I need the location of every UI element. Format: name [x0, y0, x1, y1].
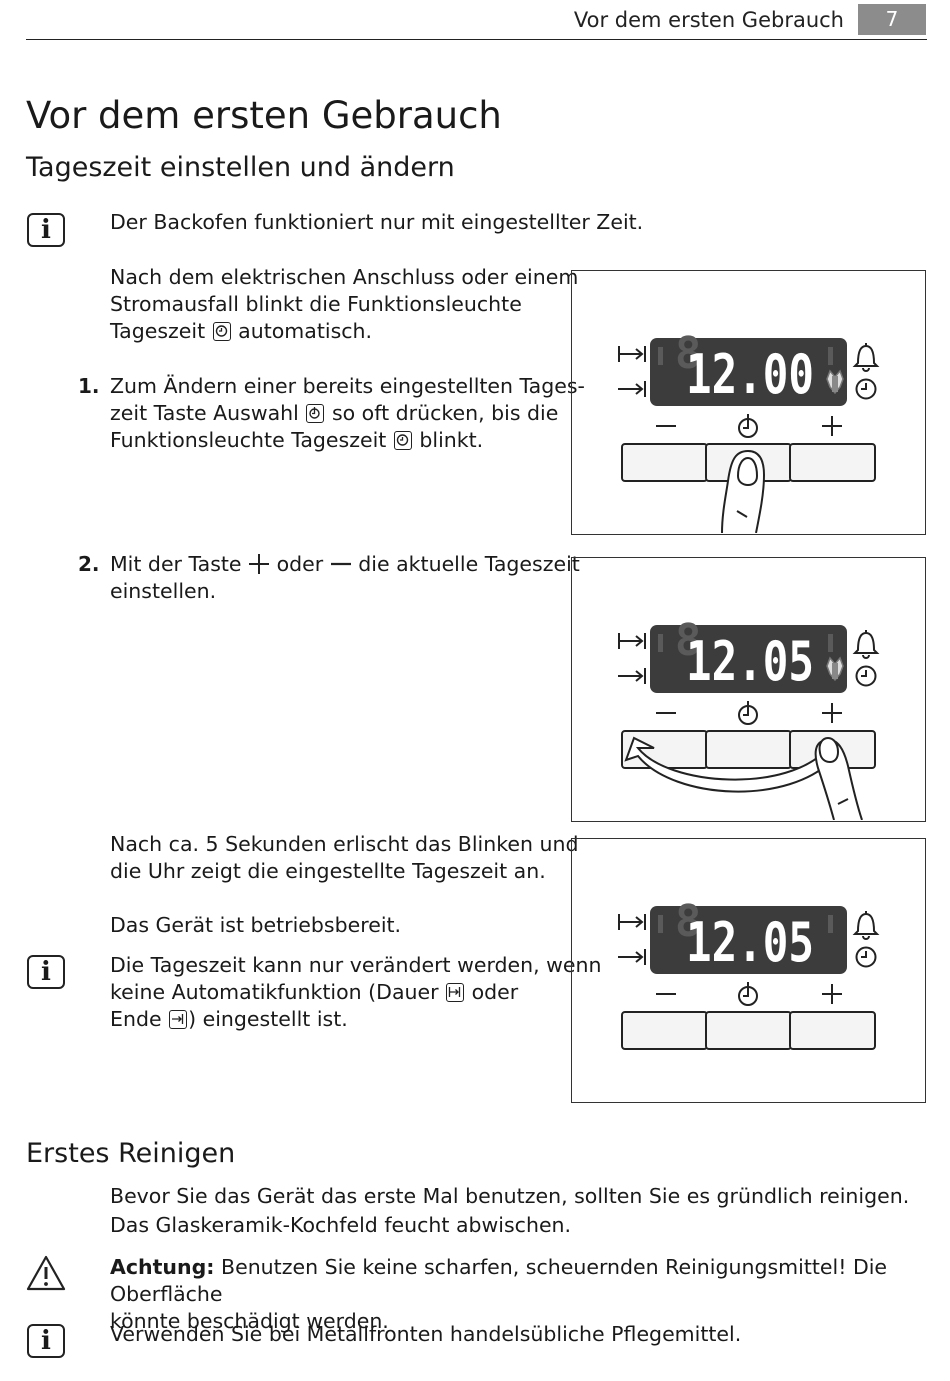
select-clock-icon [306, 404, 325, 423]
display-screen [650, 625, 847, 693]
plus-icon [249, 554, 270, 574]
section-subtitle: Tageszeit einstellen und ändern [26, 152, 455, 183]
select-clock-label-icon [738, 701, 758, 725]
select-button [705, 1011, 792, 1050]
select-button [705, 730, 792, 769]
end-time-icon [169, 1010, 188, 1029]
duration-icon [446, 983, 465, 1002]
clock-icon [855, 665, 877, 687]
svg-text:8: 8 [675, 328, 702, 379]
duration-indicator-icon [618, 346, 646, 362]
blinking-indicator-icon [826, 656, 844, 682]
svg-text:8: 8 [675, 615, 702, 666]
display-screen [650, 338, 847, 406]
paragraph-ready: Das Gerät ist betriebsbereit. [110, 913, 402, 937]
finger-pressing-icon [721, 449, 766, 534]
display-time: 12.00 [686, 343, 814, 406]
warning-text: Achtung: Benutzen Sie keine scharfen, sc… [110, 1255, 888, 1333]
info-icon: i [27, 955, 65, 989]
info-text-time-required: Der Backofen funktioniert nur mit einges… [110, 210, 644, 234]
clock-icon [855, 946, 877, 968]
select-clock-label-icon [738, 414, 758, 438]
finger-pressing-icon [814, 736, 863, 821]
duration-indicator-icon [618, 633, 646, 649]
display-time: 12.05 [686, 911, 814, 974]
plus-label-icon [822, 984, 842, 1004]
svg-text:8: 8 [675, 896, 702, 947]
section-title-cleaning: Erstes Reinigen [26, 1138, 236, 1169]
minus-button [621, 443, 708, 482]
warning-label: Achtung: [110, 1255, 215, 1279]
display-screen [650, 906, 847, 974]
paragraph-power-failure: Nach dem elektrischen Anschluss oder ein… [110, 265, 579, 343]
minus-button [621, 1011, 708, 1050]
clock-icon [855, 378, 877, 400]
step-number: 1. [78, 374, 100, 398]
running-header-title: Vor dem ersten Gebrauch [573, 8, 844, 32]
step-number: 2. [78, 552, 100, 576]
step-1-text: Zum Ändern einer bereits eingestellten T… [110, 374, 585, 452]
duration-indicator-icon [618, 914, 646, 930]
page-title: Vor dem ersten Gebrauch [26, 94, 502, 137]
end-indicator-icon [618, 381, 646, 397]
blinking-indicator-icon [826, 369, 844, 395]
plus-label-icon [822, 703, 842, 723]
display-time: 12.05 [686, 630, 814, 693]
paragraph-cleaning: Bevor Sie das Gerät das erste Mal benutz… [110, 1184, 910, 1237]
end-indicator-icon [618, 668, 646, 684]
bell-icon [852, 630, 880, 659]
clock-icon [212, 322, 231, 341]
info-text-metal-fronts: Verwenden Sie bei Metallfronten handelsü… [110, 1322, 742, 1346]
header-rule [26, 39, 927, 40]
minus-icon [330, 562, 351, 566]
warning-icon [26, 1255, 66, 1291]
end-indicator-icon [618, 949, 646, 965]
step-2-text: Mit der Taste oder die aktuelle Tageszei… [110, 552, 580, 603]
bell-icon [852, 343, 880, 372]
info-icon: i [27, 213, 65, 247]
info-icon: i [27, 1324, 65, 1358]
page-number: 7 [858, 4, 926, 35]
info-text-automatic-function: Die Tageszeit kann nur verändert werden,… [110, 953, 602, 1031]
plus-button [789, 1011, 876, 1050]
select-clock-label-icon [738, 982, 758, 1006]
bell-icon [852, 911, 880, 940]
paragraph-blinking-stops: Nach ca. 5 Sekunden erlischt das Blinken… [110, 832, 579, 883]
plus-label-icon [822, 416, 842, 436]
clock-icon [393, 431, 412, 450]
plus-button [789, 443, 876, 482]
